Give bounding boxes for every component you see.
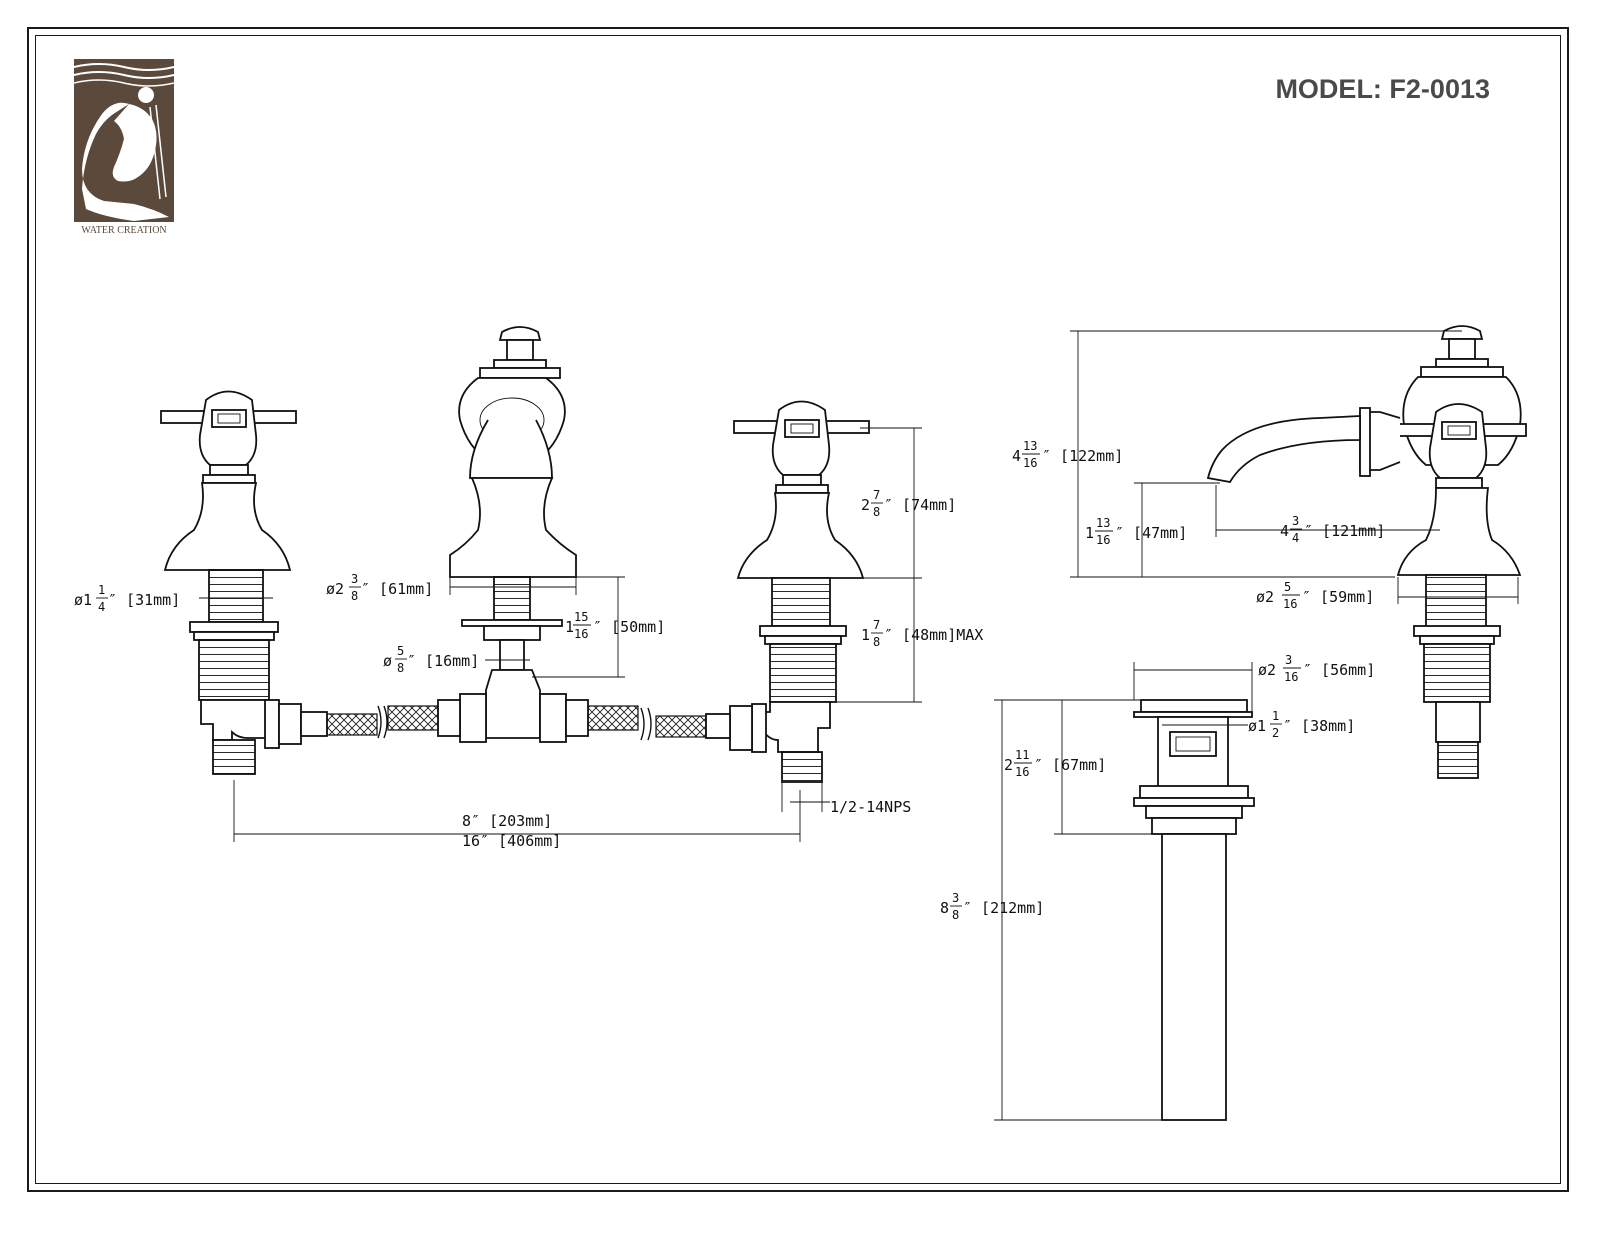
svg-text:ø2: ø2 xyxy=(1258,661,1276,679)
svg-text:13: 13 xyxy=(1096,516,1110,530)
svg-text:8: 8 xyxy=(351,589,358,603)
dim-drain-body: 2 11 16 ″ [67mm] xyxy=(1004,748,1106,779)
svg-text:2: 2 xyxy=(1004,756,1013,774)
svg-text:ø2: ø2 xyxy=(1256,588,1274,606)
svg-text:″ [61mm]: ″ [61mm] xyxy=(361,580,433,598)
svg-text:16: 16 xyxy=(1023,456,1037,470)
svg-text:″ [31mm]: ″ [31mm] xyxy=(108,591,180,609)
svg-text:1: 1 xyxy=(1085,524,1094,542)
svg-text:″ [212mm]: ″ [212mm] xyxy=(963,899,1044,917)
svg-text:4: 4 xyxy=(1280,522,1289,540)
svg-text:3: 3 xyxy=(1285,653,1292,667)
pop-up-drain xyxy=(1133,699,1255,1121)
dim-spout-height: 1 13 16 ″ [47mm] xyxy=(1085,516,1187,547)
svg-text:″ [74mm]: ″ [74mm] xyxy=(884,496,956,514)
svg-text:3: 3 xyxy=(351,572,358,586)
brand-caption: WATER CREATION xyxy=(81,225,167,236)
svg-text:8: 8 xyxy=(397,661,404,675)
dim-spread-max: 16″ [406mm] xyxy=(462,832,561,850)
svg-text:ø: ø xyxy=(383,652,392,670)
dim-handle-dia: ø1 1 4 ″ [31mm] xyxy=(74,583,180,614)
svg-text:″ [59mm]: ″ [59mm] xyxy=(1302,588,1374,606)
svg-text:16: 16 xyxy=(1015,765,1029,779)
svg-text:″ [16mm]: ″ [16mm] xyxy=(407,652,479,670)
svg-text:″ [56mm]: ″ [56mm] xyxy=(1303,661,1375,679)
dim-shank-max: 1 7 8 ″ [48mm]MAX xyxy=(861,618,983,649)
dim-shank-dia: ø 5 8 ″ [16mm] xyxy=(383,644,479,675)
dim-thread: 1/2-14NPS xyxy=(830,798,911,816)
svg-text:7: 7 xyxy=(873,618,880,632)
svg-text:ø2: ø2 xyxy=(326,580,344,598)
svg-text:16: 16 xyxy=(1096,533,1110,547)
svg-text:1: 1 xyxy=(565,618,574,636)
svg-text:″ [121mm]: ″ [121mm] xyxy=(1304,522,1385,540)
svg-text:8: 8 xyxy=(952,908,959,922)
right-handle-valve xyxy=(655,400,870,783)
svg-text:11: 11 xyxy=(1015,748,1029,762)
svg-text:″ [67mm]: ″ [67mm] xyxy=(1034,756,1106,774)
svg-text:5: 5 xyxy=(1284,580,1291,594)
svg-text:1: 1 xyxy=(1272,709,1279,723)
side-view-faucet xyxy=(1206,325,1527,779)
dim-spout-shank: 1 15 16 ″ [50mm] xyxy=(565,610,665,641)
kneeling-figure-logo-icon xyxy=(74,59,174,222)
svg-text:8: 8 xyxy=(873,505,880,519)
dim-handle-height: 2 7 8 ″ [74mm] xyxy=(861,488,956,519)
dim-drain-cap-dia: ø2 3 16 ″ [56mm] xyxy=(1258,653,1375,684)
svg-text:4: 4 xyxy=(1012,447,1021,465)
svg-text:ø1: ø1 xyxy=(1248,717,1266,735)
svg-text:15: 15 xyxy=(574,610,588,624)
dim-drain-hole-dia: ø1 1 2 ″ [38mm] xyxy=(1248,709,1355,740)
svg-text:5: 5 xyxy=(397,644,404,658)
outer-border xyxy=(27,27,1569,1192)
svg-text:16: 16 xyxy=(1283,597,1297,611)
svg-text:3: 3 xyxy=(1292,514,1299,528)
svg-text:7: 7 xyxy=(873,488,880,502)
svg-text:4: 4 xyxy=(98,600,105,614)
svg-text:″ [38mm]: ″ [38mm] xyxy=(1283,717,1355,735)
dim-spread-min: 8″ [203mm] xyxy=(462,812,552,830)
svg-text:16: 16 xyxy=(574,627,588,641)
svg-text:″ [47mm]: ″ [47mm] xyxy=(1115,524,1187,542)
svg-text:″ [122mm]: ″ [122mm] xyxy=(1042,447,1123,465)
dim-spout-reach: 4 3 4 ″ [121mm] xyxy=(1280,514,1385,545)
svg-text:8: 8 xyxy=(873,635,880,649)
svg-text:16: 16 xyxy=(1284,670,1298,684)
svg-text:1: 1 xyxy=(861,626,870,644)
model-number: MODEL: F2-0013 xyxy=(1275,74,1490,104)
break-marks xyxy=(377,705,652,741)
left-handle-valve xyxy=(160,390,378,775)
dim-spout-base-dia: ø2 3 8 ″ [61mm] xyxy=(326,572,433,603)
svg-text:1: 1 xyxy=(98,583,105,597)
inner-border xyxy=(35,35,1561,1184)
dim-drain-total: 8 3 8 ″ [212mm] xyxy=(940,891,1044,922)
center-spout xyxy=(387,326,639,743)
dim-total-height: 4 13 16 ″ [122mm] xyxy=(1012,439,1123,470)
svg-text:2: 2 xyxy=(861,496,870,514)
dimension-lines xyxy=(199,330,1519,1121)
svg-text:4: 4 xyxy=(1292,531,1299,545)
svg-text:13: 13 xyxy=(1023,439,1037,453)
svg-text:″ [48mm]MAX: ″ [48mm]MAX xyxy=(884,626,983,644)
svg-text:″ [50mm]: ″ [50mm] xyxy=(593,618,665,636)
svg-text:3: 3 xyxy=(952,891,959,905)
svg-text:2: 2 xyxy=(1272,726,1279,740)
svg-text:8: 8 xyxy=(940,899,949,917)
dim-side-base-dia: ø2 5 16 ″ [59mm] xyxy=(1256,580,1374,611)
svg-text:ø1: ø1 xyxy=(74,591,92,609)
